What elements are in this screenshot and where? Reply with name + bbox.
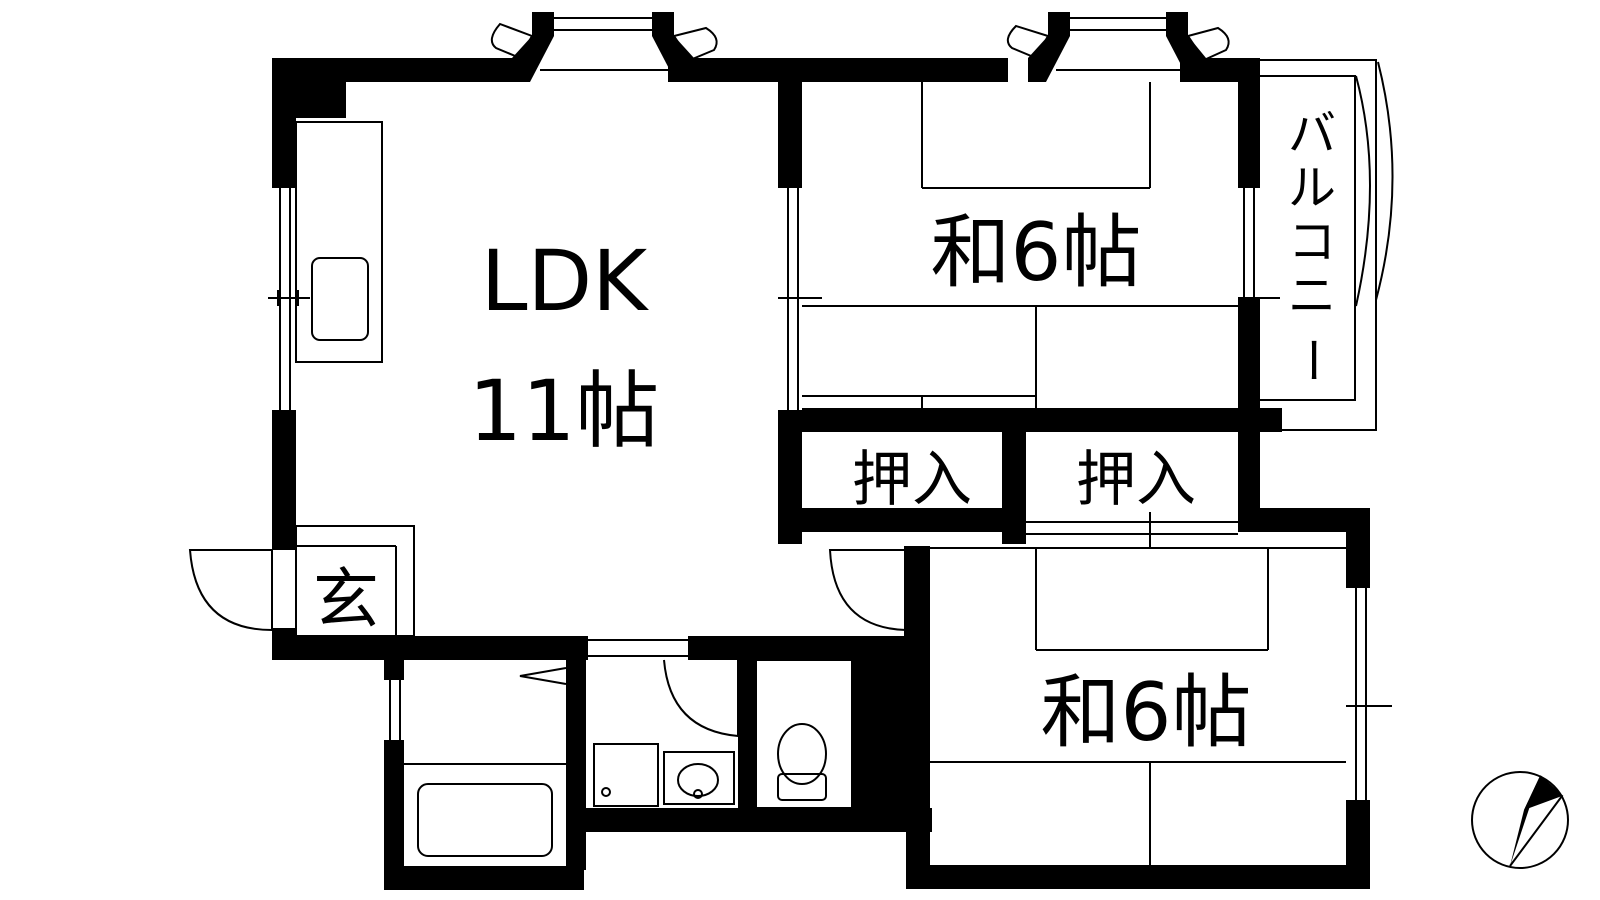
balcony-char-1: バ xyxy=(1288,106,1336,162)
ldk-size-label: 11帖 xyxy=(469,362,660,460)
bay-window-right xyxy=(1006,12,1230,82)
balcony-char-5: ー xyxy=(1284,336,1340,384)
bay-window-left xyxy=(490,12,718,82)
walls xyxy=(272,58,1370,890)
closet-1-label: 押入 xyxy=(852,445,972,515)
closet-2-label: 押入 xyxy=(1076,445,1196,515)
entrance-label: 玄 xyxy=(313,561,379,638)
balcony-char-4: ニ xyxy=(1288,268,1336,324)
japanese-room-1-label: 和6帖 xyxy=(931,206,1142,299)
balcony-char-2: ル xyxy=(1288,160,1336,216)
balcony-char-3: コ xyxy=(1288,214,1336,270)
north-arrow-icon xyxy=(1471,771,1569,869)
fixtures xyxy=(188,59,1394,865)
balcony-label: バ ル コ ニ ー xyxy=(1284,106,1340,384)
ldk-label: LDK xyxy=(481,232,649,330)
japanese-room-2-label: 和6帖 xyxy=(1041,666,1252,759)
